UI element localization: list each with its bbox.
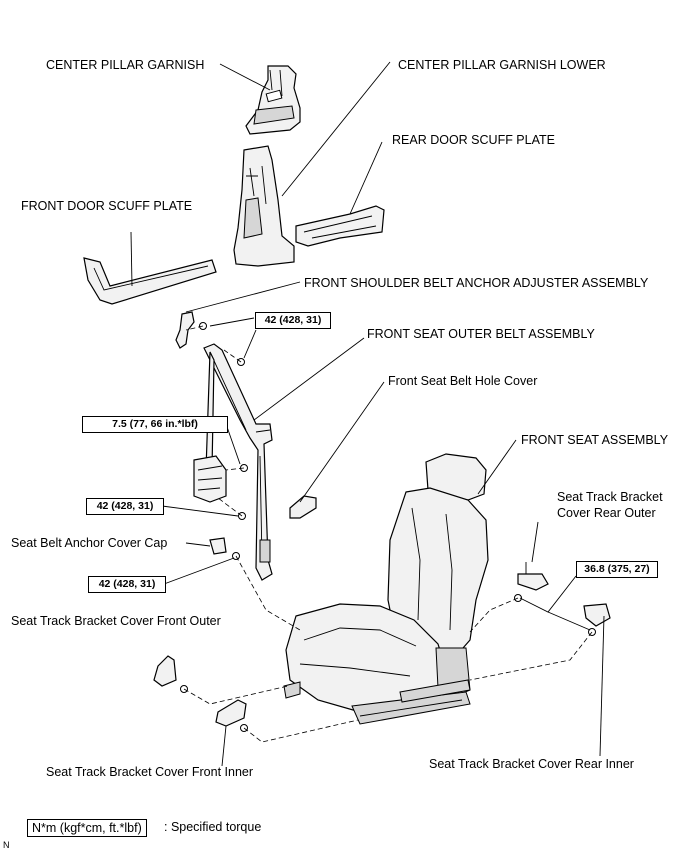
label-rear-door-scuff-plate: REAR DOOR SCUFF PLATE [392,133,555,147]
seat-belt-hole-cover-part [289,495,317,519]
installation-dashed-lines [183,325,593,743]
label-shoulder-belt-anchor-adjuster: FRONT SHOULDER BELT ANCHOR ADJUSTER ASSE… [304,276,649,290]
label-center-pillar-garnish-lower: CENTER PILLAR GARNISH LOWER [398,58,606,72]
seat-track-bracket-cover-front-inner-part [215,699,248,732]
label-seat-belt-anchor-cover-cap: Seat Belt Anchor Cover Cap [11,536,168,550]
leader-lines [130,61,605,767]
seat-belt-anchor-cover-cap-part [209,537,227,555]
seat-track-bracket-cover-front-outer-part [153,655,188,693]
label-seat-track-bracket-cover-front-outer: Seat Track Bracket Cover Front Outer [11,614,221,628]
outer-belt-assembly-part [193,343,273,581]
torque-box-retractor: 7.5 (77, 66 in.*lbf) [82,416,228,433]
torque-box-retractor-lower: 42 (428, 31) [86,498,164,515]
label-front-seat-assembly: FRONT SEAT ASSEMBLY [521,433,669,447]
label-center-pillar-garnish: CENTER PILLAR GARNISH [46,58,205,72]
rear-door-scuff-plate-part [295,205,385,247]
figure-mark: N [3,840,10,850]
torque-box-seat-rear: 36.8 (375, 27) [576,561,658,578]
seat-track-bracket-cover-rear-outer-part [514,562,549,602]
legend-unit-box: N*m (kgf*cm, ft.*lbf) [27,819,147,837]
front-door-scuff-plate-part [83,257,217,305]
shoulder-belt-anchor-adjuster-part [175,311,207,349]
torque-box-anchor-adjuster: 42 (428, 31) [255,312,331,329]
label-front-seat-outer-belt: FRONT SEAT OUTER BELT ASSEMBLY [367,327,595,341]
label-front-seat-belt-hole-cover: Front Seat Belt Hole Cover [388,374,538,388]
torque-box-anchor-floor: 42 (428, 31) [88,576,166,593]
front-seat-assembly-part [283,453,489,725]
label-seat-track-bracket-cover-front-inner: Seat Track Bracket Cover Front Inner [46,765,254,779]
center-pillar-garnish-lower-part [233,145,295,267]
center-pillar-garnish-part [245,65,301,135]
label-seat-track-bracket-cover-rear-inner: Seat Track Bracket Cover Rear Inner [429,757,634,771]
label-seat-track-bracket-cover-rear-outer: Seat Track Bracket Cover Rear Outer [557,490,663,520]
label-front-door-scuff-plate: FRONT DOOR SCUFF PLATE [21,199,193,213]
legend-description: : Specified torque [164,820,262,834]
seat-track-bracket-cover-rear-inner-part [583,603,611,636]
